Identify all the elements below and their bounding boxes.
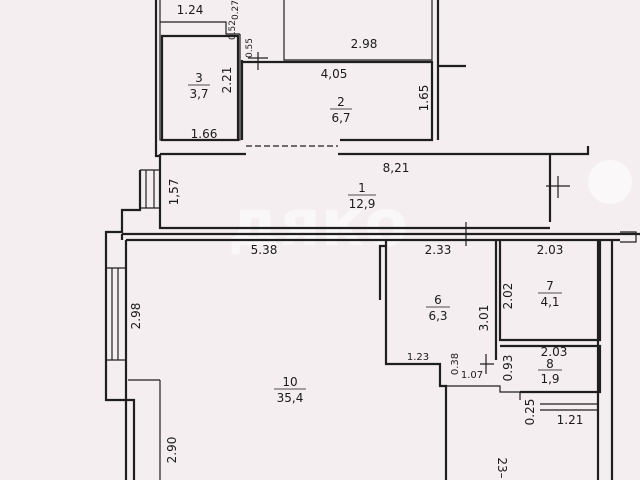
room-2-area: 6,7	[331, 111, 350, 125]
room-1-number: 1	[358, 181, 366, 195]
room-1-area: 12,9	[349, 197, 376, 211]
dim-2-33: 2.33	[425, 243, 452, 257]
room-10-area: 35,4	[277, 391, 304, 405]
dim-2-02: 2.02	[501, 283, 515, 310]
dim-0-38: 0.38	[450, 353, 461, 375]
room-7-number: 7	[546, 279, 554, 293]
room-2-walls	[240, 60, 434, 142]
room-7-walls	[494, 240, 602, 394]
dim-3-01: 3.01	[477, 305, 491, 332]
room-8-number: 8	[546, 357, 554, 371]
dim-2-98-left: 2.98	[129, 303, 143, 330]
dim-2-03-top: 2.03	[537, 243, 564, 257]
room-10-inner-wall	[128, 379, 161, 480]
room-10-window	[106, 267, 126, 361]
dim-5-38: 5.38	[251, 243, 278, 257]
watermark: дякo	[228, 187, 408, 261]
dim-partial-bottom: 23–	[495, 457, 509, 478]
dim-0-55: 0.55	[245, 38, 255, 58]
dim-2-03-bottom: 2.03	[541, 345, 568, 359]
dim-0-25: 0.25	[523, 399, 537, 426]
dim-2-98-top: 2.98	[351, 37, 378, 51]
dim-1-24: 1.24	[177, 3, 204, 17]
room-7-area: 4,1	[540, 295, 559, 309]
room-10-number: 10	[282, 375, 297, 389]
room-1-walls	[158, 146, 590, 230]
bath-door	[480, 354, 494, 374]
room-2-door	[248, 52, 268, 70]
dim-2-90: 2.90	[165, 437, 179, 464]
bath-walls	[446, 385, 598, 411]
dim-1-07: 1.07	[461, 370, 483, 381]
right-nub	[620, 231, 637, 243]
dim-2-21: 2.21	[220, 67, 234, 94]
dim-0-93: 0.93	[501, 355, 515, 382]
dim-0-52: 0.52	[228, 20, 238, 40]
dim-8-21: 8,21	[383, 161, 410, 175]
top-room-walls	[159, 0, 433, 141]
room-3-number: 3	[195, 71, 203, 85]
watermark-blob	[588, 160, 632, 204]
room-3-area: 3,7	[189, 87, 208, 101]
room-6-walls	[378, 240, 448, 480]
room-1-door-right	[546, 176, 570, 198]
dim-0-27: 0.27	[231, 0, 241, 20]
outer-wall-left	[104, 0, 160, 480]
room-8-area: 1,9	[540, 372, 559, 386]
dim-1-66: 1.66	[191, 127, 218, 141]
dim-1-65: 1.65	[417, 85, 431, 112]
room-10-walls	[120, 232, 640, 480]
room-6-area: 6,3	[428, 309, 447, 323]
dim-1-21: 1.21	[557, 413, 584, 427]
dim-1-23: 1.23	[407, 352, 429, 363]
outer-wall-right	[436, 0, 614, 480]
dim-4-05: 4,05	[321, 67, 348, 81]
room-3-walls	[160, 34, 240, 142]
room-6-number: 6	[434, 293, 442, 307]
room-2-number: 2	[337, 95, 345, 109]
room-1-window-left	[140, 169, 160, 209]
dim-1-57: 1,57	[167, 179, 181, 206]
